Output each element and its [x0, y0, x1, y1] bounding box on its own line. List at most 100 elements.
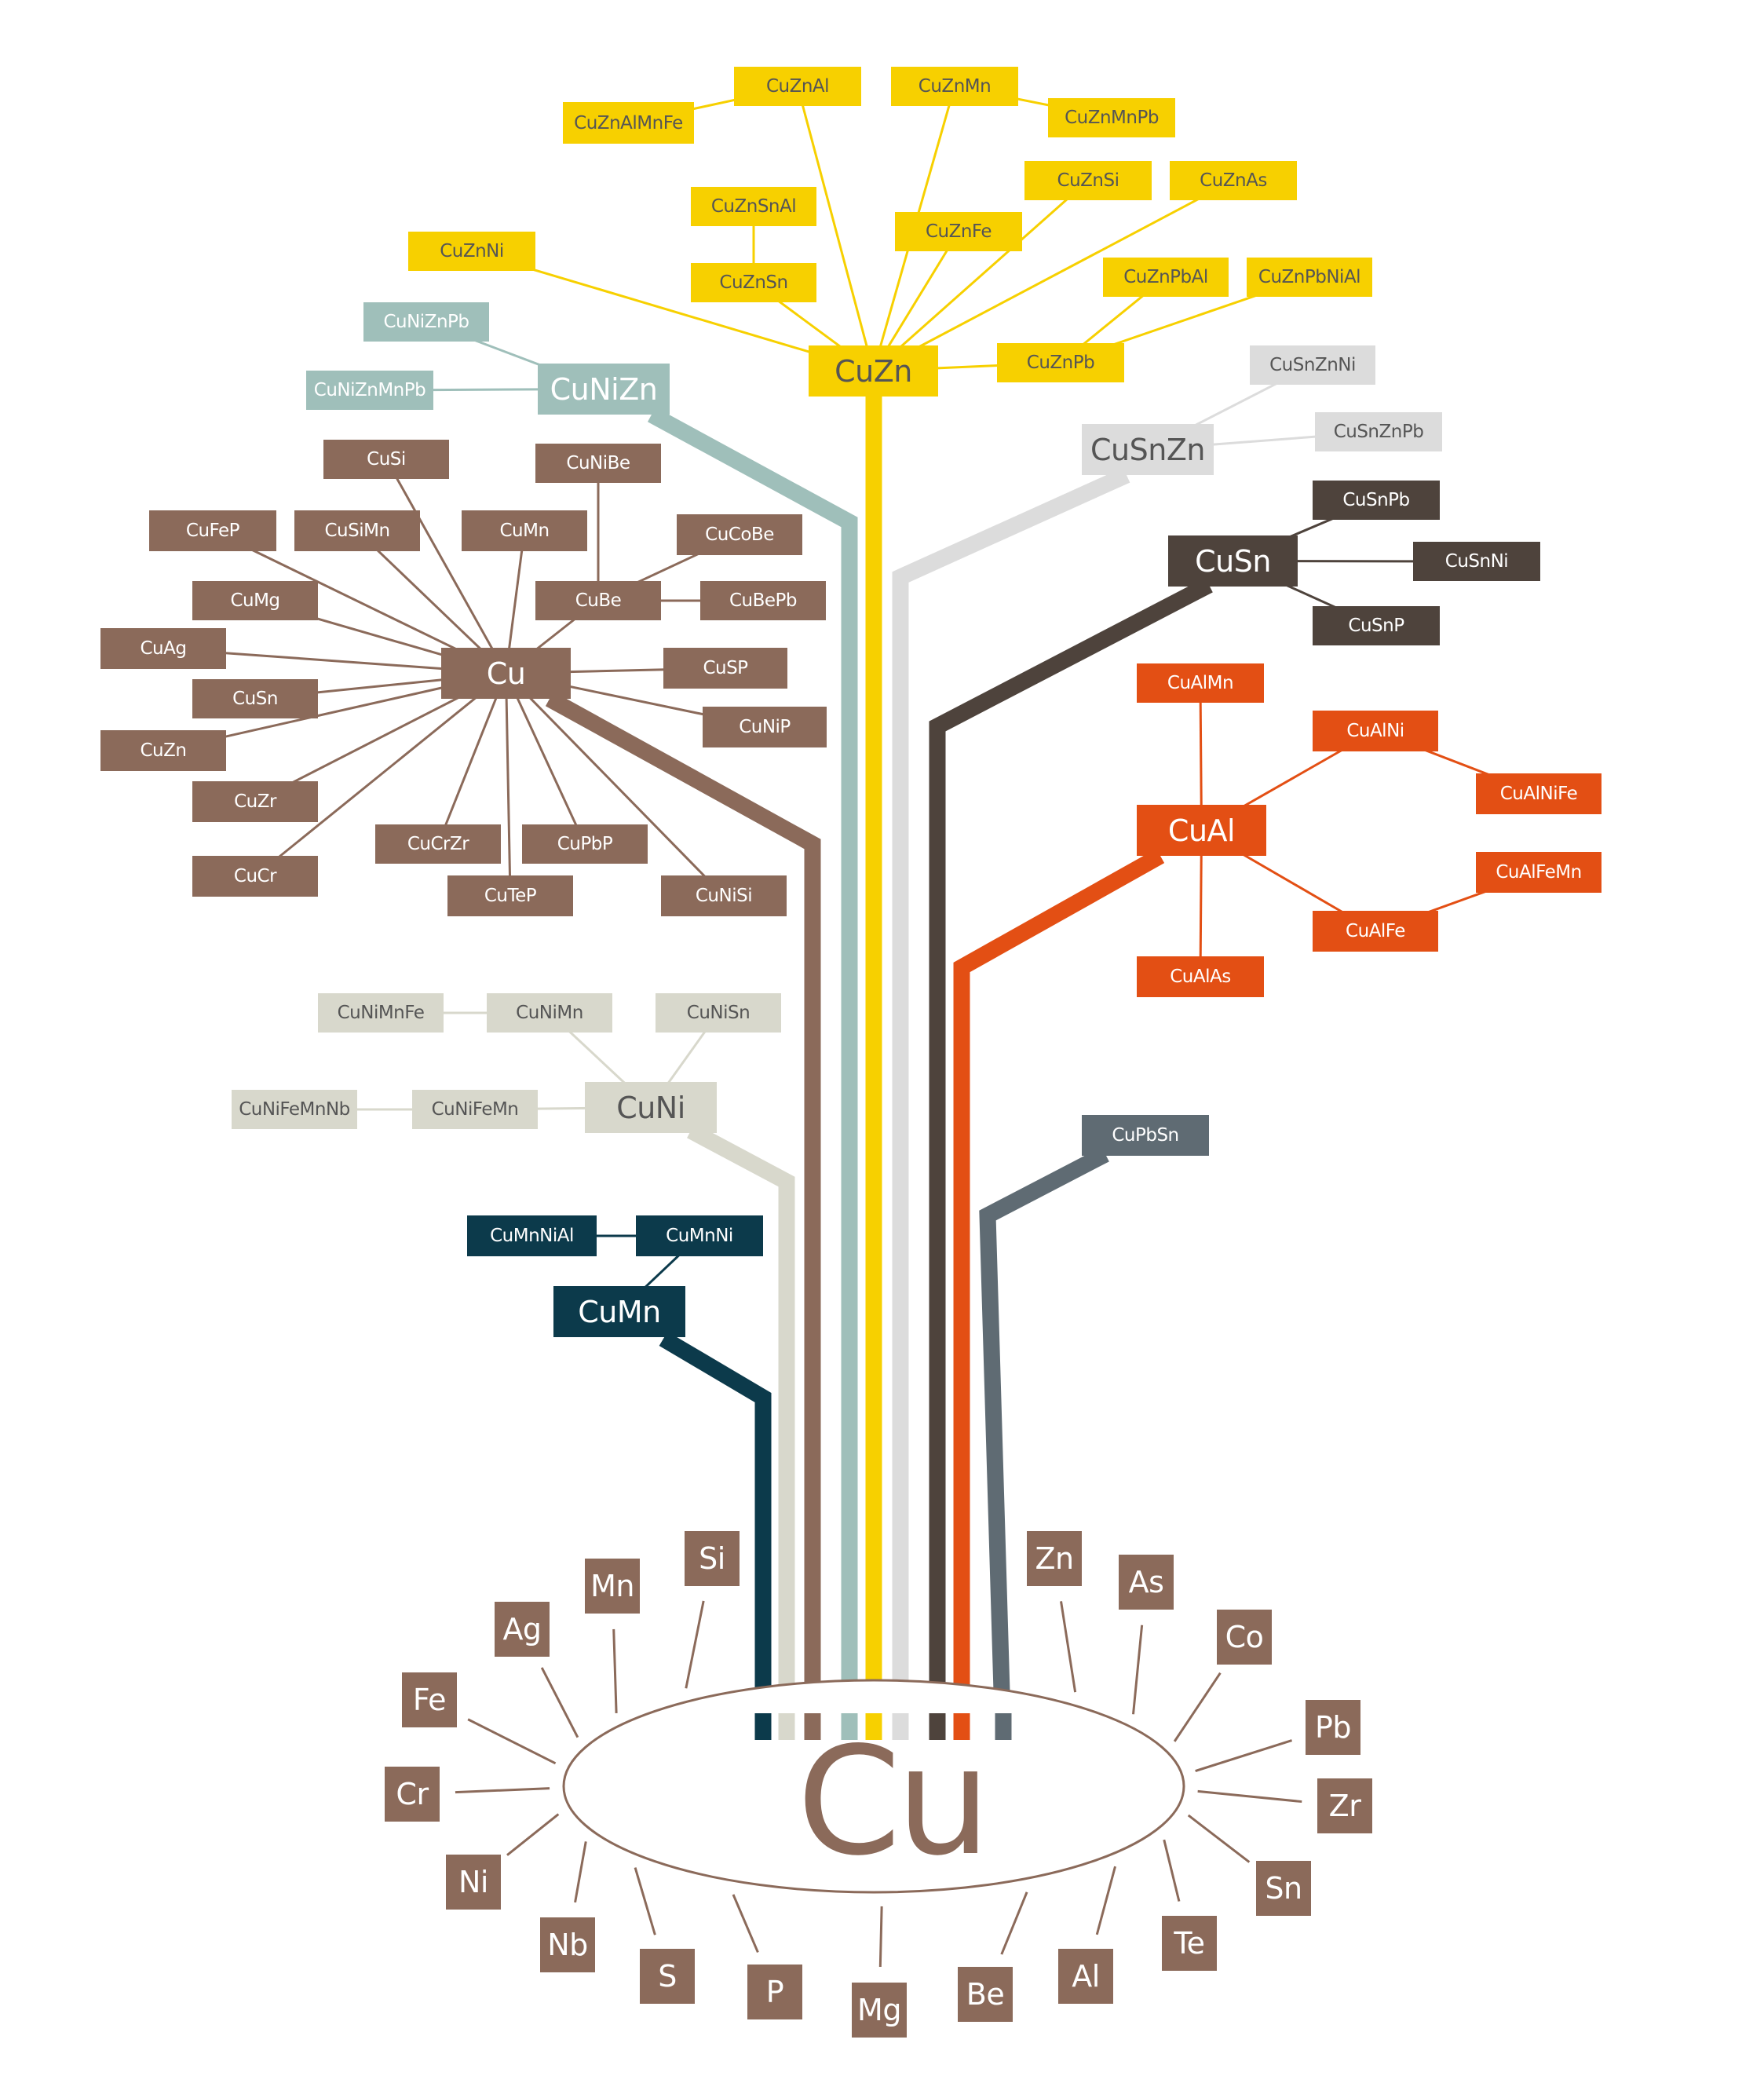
element-tile-zr: Zr — [1317, 1778, 1372, 1833]
alloy-label: CuAlAs — [1170, 967, 1231, 987]
alloy-box-cuzn: CuZn — [809, 345, 938, 397]
element-symbol: P — [765, 1975, 784, 2009]
alloy-label: CuZnMn — [918, 76, 992, 97]
alloy-box-cusnni: CuSnNi — [1413, 542, 1540, 581]
element-symbol: Zr — [1328, 1789, 1361, 1823]
alloy-box-cucrzr: CuCrZr — [375, 824, 501, 864]
element-symbol: Sn — [1265, 1871, 1302, 1906]
trunk-teal — [647, 407, 858, 1745]
element-symbol: Si — [699, 1541, 725, 1576]
element-tile-zn: Zn — [1027, 1531, 1082, 1586]
alloy-label: CuSnNi — [1444, 551, 1509, 572]
element-tile-nb: Nb — [540, 1917, 595, 1972]
alloy-label: CuBe — [575, 590, 622, 611]
trunk-navy — [659, 1331, 772, 1745]
alloy-box-cunibe: CuNiBe — [535, 444, 661, 483]
alloy-box-cuznni: CuZnNi — [408, 232, 535, 271]
alloy-label: CuZnFe — [925, 221, 992, 242]
alloy-label: CuNiZn — [550, 371, 658, 407]
element-tile-te: Te — [1162, 1916, 1217, 1971]
element-symbol: Fe — [412, 1683, 447, 1717]
alloy-label: CuAlFeMn — [1496, 862, 1582, 883]
element-symbol: Mn — [590, 1569, 634, 1603]
element-tile-ag: Ag — [495, 1602, 550, 1657]
alloy-box-cualas: CuAlAs — [1137, 956, 1264, 997]
alloy-box-cuznal: CuZnAl — [734, 67, 861, 106]
element-spoke-P — [732, 1894, 759, 1954]
alloy-box-cualfemn: CuAlFeMn — [1476, 852, 1601, 893]
alloy-label: CuZnSn — [719, 272, 788, 293]
element-spoke-Al — [1095, 1866, 1116, 1935]
element-spoke-Fe — [467, 1718, 557, 1765]
element-tile-sn: Sn — [1256, 1861, 1311, 1916]
alloy-label: CuNiBe — [566, 453, 630, 473]
element-symbol: Co — [1225, 1620, 1264, 1654]
alloy-label: CuZn — [140, 740, 187, 761]
link-Cu-CuTeP — [505, 673, 512, 897]
element-tile-fe: Fe — [402, 1672, 457, 1727]
element-spoke-Mn — [612, 1628, 618, 1714]
alloy-box-cunifemnnb: CuNiFeMnNb — [232, 1090, 357, 1129]
alloy-box-cualnife: CuAlNiFe — [1476, 773, 1601, 814]
element-tile-mn: Mn — [585, 1559, 640, 1614]
element-tile-pb: Pb — [1306, 1700, 1360, 1755]
alloy-label: CuCrZr — [407, 834, 469, 854]
alloy-label: CuAlFe — [1346, 921, 1405, 941]
alloy-label: CuFeP — [185, 521, 240, 541]
element-tile-ni: Ni — [446, 1855, 501, 1910]
alloy-box-cual: CuAl — [1137, 805, 1266, 856]
alloy-label: CuZnAlMnFe — [574, 112, 683, 133]
alloy-box-cusn: CuSn — [1168, 535, 1298, 587]
root-copper-label: Cu — [797, 1715, 991, 1888]
alloy-label: CuNiSi — [695, 886, 753, 906]
alloy-box-cubepb: CuBePb — [700, 581, 826, 620]
alloy-box-cualni: CuAlNi — [1313, 711, 1438, 751]
element-tile-co: Co — [1217, 1610, 1272, 1665]
alloy-label: CuSnZnNi — [1269, 355, 1356, 375]
alloy-label: Cu — [486, 656, 526, 691]
alloy-label: CuZnAs — [1200, 170, 1267, 191]
link-CuZn-CuZnAl — [796, 86, 875, 371]
alloy-box-cumn: CuMn — [462, 510, 587, 551]
link-CuZn-CuZnAs — [872, 179, 1234, 372]
element-spoke-Ag — [540, 1667, 579, 1738]
element-tile-al: Al — [1058, 1949, 1113, 2004]
alloy-label: CuNiMnFe — [337, 1003, 425, 1023]
alloy-label: CuNiSn — [686, 1003, 751, 1023]
alloy-box-cusn: CuSn — [192, 679, 318, 718]
alloy-label: CuNiP — [739, 717, 791, 737]
alloy-label: CuSnZnPb — [1333, 422, 1424, 442]
alloy-label: CuSiMn — [324, 521, 390, 541]
alloy-box-cunisi: CuNiSi — [661, 875, 787, 916]
element-symbol: Ni — [458, 1865, 488, 1899]
element-tile-mg: Mg — [852, 1983, 907, 2038]
alloy-box-cuznsnal: CuZnSnAl — [691, 187, 816, 226]
alloy-box-cuznpb: CuZnPb — [997, 343, 1124, 382]
alloy-box-cu: Cu — [441, 648, 571, 699]
alloy-box-cuag: CuAg — [100, 628, 226, 669]
element-symbol: Al — [1072, 1959, 1100, 1994]
element-spoke-Sn — [1187, 1814, 1251, 1863]
alloy-box-cuniznpb: CuNiZnPb — [363, 302, 489, 342]
alloy-box-cualmn: CuAlMn — [1137, 663, 1264, 703]
alloy-box-cuznpbnial: CuZnPbNiAl — [1247, 258, 1372, 297]
alloy-label: CuZnPb — [1026, 353, 1095, 373]
alloy-box-cuzr: CuZr — [192, 781, 318, 822]
alloy-box-cuznmn: CuZnMn — [891, 67, 1018, 106]
link-Cu-CuPbP — [505, 672, 586, 845]
element-tile-p: P — [747, 1965, 802, 2019]
alloy-box-cusnpb: CuSnPb — [1313, 481, 1440, 520]
alloy-label: CuAl — [1167, 813, 1236, 848]
link-Cu-CuCr — [254, 672, 507, 878]
alloy-label: CuNiZnPb — [383, 312, 469, 332]
alloy-box-cuznsi: CuZnSi — [1024, 161, 1152, 200]
alloy-label: CuMnNi — [666, 1226, 733, 1246]
link-Cu-CuSi — [385, 459, 507, 674]
alloy-label: CuNiFeMnNb — [239, 1099, 350, 1120]
alloy-box-cuznpbal: CuZnPbAl — [1103, 258, 1229, 297]
alloy-box-cupbp: CuPbP — [522, 824, 648, 864]
alloy-box-cusnznni: CuSnZnNi — [1250, 345, 1375, 385]
element-tile-si: Si — [685, 1531, 740, 1586]
element-spoke-Pb — [1195, 1739, 1293, 1772]
alloy-box-cunimn: CuNiMn — [487, 993, 612, 1033]
